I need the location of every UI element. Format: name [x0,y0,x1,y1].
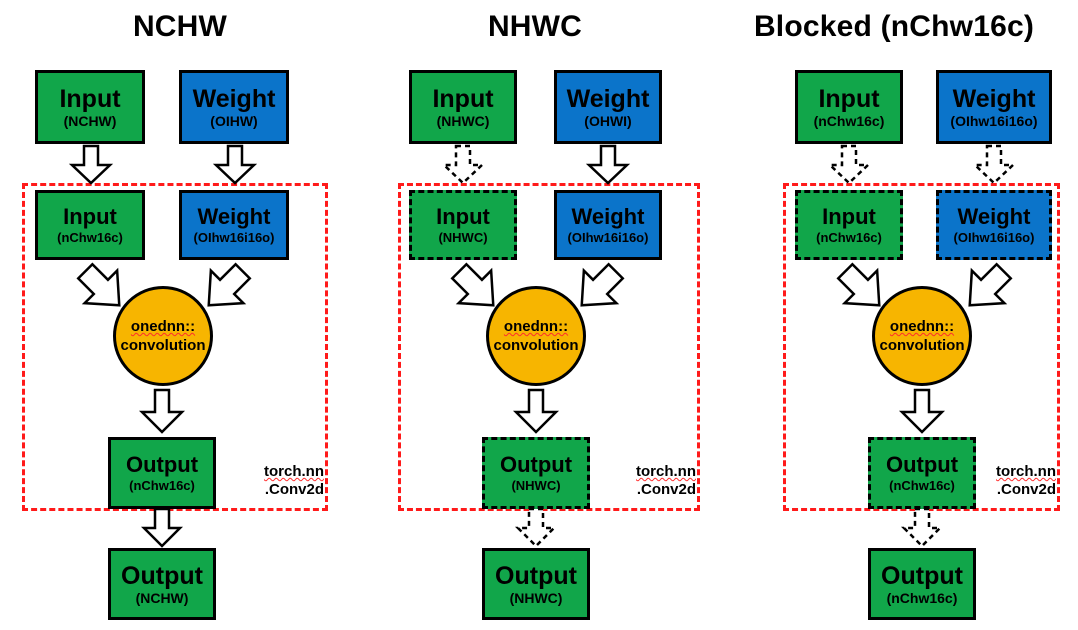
region-label-line1: torch.nn [996,463,1056,480]
node-format: (nChw16c) [813,112,885,129]
node-title: Input [63,204,117,229]
node-outer-weight[interactable]: Weight (OIhw16i16o) [936,70,1052,144]
node-title: Weight [571,204,645,229]
node-format: (OHWI) [584,112,632,129]
node-format: (OIhw16i16o) [567,230,649,245]
op-line2: convolution [493,337,579,354]
node-title: Output [121,561,203,590]
arrow-weight-reorder-down [212,144,258,185]
node-title: Weight [192,84,276,113]
arrow-output-reorder-down [514,507,558,548]
arrow-weight-to-op [194,258,256,320]
region-label-line2: .Conv2d [996,481,1056,498]
node-format: (NHWC) [509,589,563,606]
node-title: Input [822,204,876,229]
op-node-onednn-convolution[interactable]: onednn:: convolution [486,286,586,386]
arrow-input-to-op [832,258,894,320]
node-format: (nChw16c) [129,478,195,493]
node-inner-weight[interactable]: Weight (OIhw16i16o) [179,190,289,260]
torch-conv2d-region [22,183,328,511]
arrow-weight-reorder-down [585,144,631,185]
node-outer-weight[interactable]: Weight (OHWI) [554,70,662,144]
node-format: (OIhw16i16o) [193,230,275,245]
arrow-input-reorder-down [68,144,114,185]
op-line2: convolution [879,337,965,354]
arrow-op-to-output [898,388,946,434]
node-title: Weight [957,204,1031,229]
column-nhwc: NHWC torch.nn .Conv2d Input (NHWC) Weigh… [360,0,710,630]
node-format: (nChw16c) [57,230,123,245]
node-inner-input[interactable]: Input (nChw16c) [35,190,145,260]
node-format: (NHWC) [511,478,561,493]
node-inner-weight[interactable]: Weight (OIhw16i16o) [554,190,662,260]
node-outer-output[interactable]: Output (NHWC) [482,548,590,620]
column-nchw: NCHW torch.nn .Conv2d Input (NCHW) Weigh… [0,0,360,630]
node-outer-input[interactable]: Input (NCHW) [35,70,145,144]
node-title: Output [495,561,577,590]
node-title: Weight [952,84,1036,113]
column-title: Blocked (nChw16c) [753,10,1035,43]
node-format: (NHWC) [436,112,490,129]
node-format: (NCHW) [135,589,189,606]
node-format: (OIHW) [210,112,258,129]
column-blocked: Blocked (nChw16c) torch.nn .Conv2d Input… [710,0,1078,630]
node-title: Weight [566,84,650,113]
node-format: (nChw16c) [816,230,882,245]
node-title: Input [432,84,494,113]
node-outer-weight[interactable]: Weight (OIHW) [179,70,289,144]
op-node-onednn-convolution[interactable]: onednn:: convolution [113,286,213,386]
region-label-line2: .Conv2d [264,481,324,498]
column-title: NHWC [487,10,583,43]
node-title: Output [125,452,199,477]
arrow-weight-to-op [567,258,629,320]
node-inner-output[interactable]: Output (NHWC) [482,437,590,509]
arrow-input-reorder-down [440,144,486,185]
arrow-op-to-output [512,388,560,434]
node-inner-input[interactable]: Input (nChw16c) [795,190,903,260]
node-title: Output [499,452,573,477]
node-title: Input [59,84,121,113]
node-format: (NHWC) [438,230,488,245]
arrow-input-reorder-down [826,144,872,185]
arrow-input-to-op [446,258,508,320]
node-outer-output[interactable]: Output (nChw16c) [868,548,976,620]
op-line1: onednn:: [130,318,196,335]
node-format: (nChw16c) [886,589,958,606]
region-label: torch.nn .Conv2d [964,463,1056,499]
region-label-line1: torch.nn [636,463,696,480]
node-inner-weight[interactable]: Weight (OIhw16i16o) [936,190,1052,260]
node-outer-input[interactable]: Input (nChw16c) [795,70,903,144]
node-title: Input [436,204,490,229]
torch-conv2d-region [398,183,700,511]
node-outer-input[interactable]: Input (NHWC) [409,70,517,144]
node-inner-input[interactable]: Input (NHWC) [409,190,517,260]
node-title: Output [885,452,959,477]
node-title: Weight [197,204,271,229]
region-label: torch.nn .Conv2d [232,463,324,499]
node-format: (OIhw16i16o) [950,112,1038,129]
op-line2: convolution [120,337,206,354]
region-label-line1: torch.nn [264,463,324,480]
arrow-weight-to-op [955,258,1017,320]
node-format: (nChw16c) [889,478,955,493]
region-label-line2: .Conv2d [636,481,696,498]
arrow-output-reorder-down [140,507,184,548]
arrow-input-to-op [72,258,134,320]
node-title: Input [818,84,880,113]
node-title: Output [881,561,963,590]
op-line1: onednn:: [889,318,955,335]
op-line1: onednn:: [503,318,569,335]
op-node-onednn-convolution[interactable]: onednn:: convolution [872,286,972,386]
arrow-weight-reorder-down [971,144,1017,185]
node-outer-output[interactable]: Output (NCHW) [108,548,216,620]
region-label: torch.nn .Conv2d [604,463,696,499]
node-format: (NCHW) [63,112,117,129]
node-inner-output[interactable]: Output (nChw16c) [868,437,976,509]
arrow-output-reorder-down [900,507,944,548]
column-title: NCHW [132,10,228,43]
node-format: (OIhw16i16o) [953,230,1035,245]
arrow-op-to-output [138,388,186,434]
node-inner-output[interactable]: Output (nChw16c) [108,437,216,509]
